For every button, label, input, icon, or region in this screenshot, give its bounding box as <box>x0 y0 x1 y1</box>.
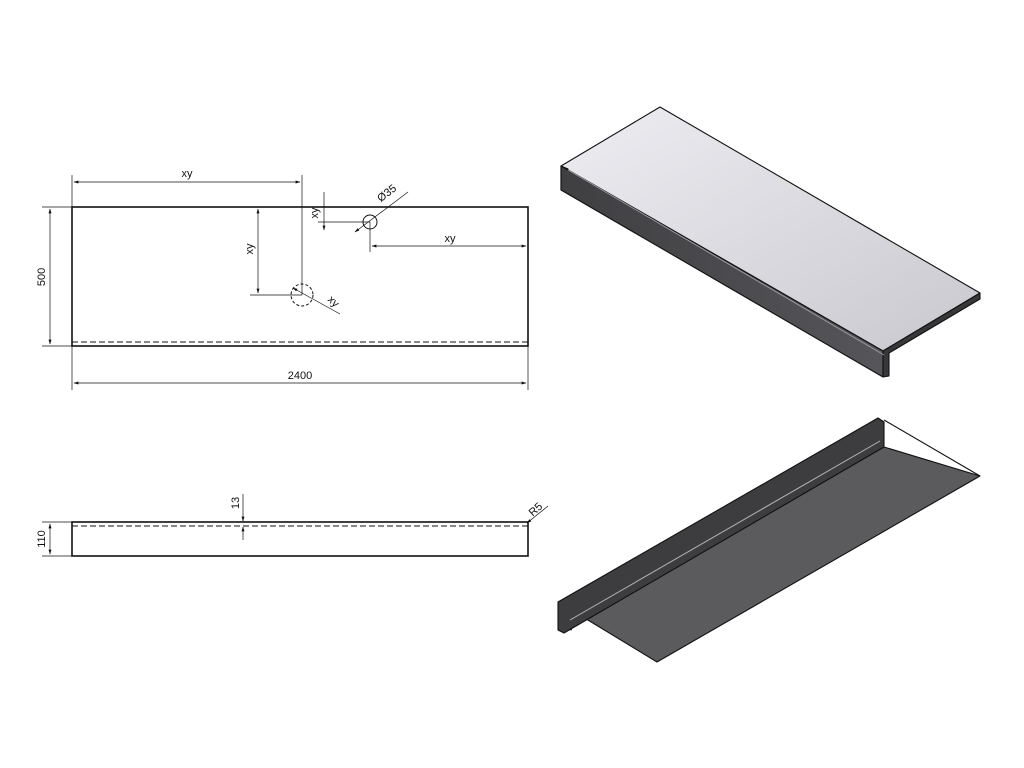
iso-top-face <box>560 106 981 352</box>
iso-front-lip <box>882 292 981 378</box>
hole-1-x-label: xy <box>182 168 194 180</box>
iso-lip-fold-line <box>569 440 881 621</box>
hole-2-x-label: xy <box>445 233 457 245</box>
iso-lip-outer <box>557 417 885 634</box>
hole-2-y-label: xy <box>309 207 321 219</box>
iso-front-highlight <box>567 169 885 356</box>
height-label: 110 <box>36 530 48 548</box>
radius-leader <box>526 505 549 524</box>
iso-lip-edge <box>883 419 981 477</box>
hole-1-y-label: xy <box>244 243 256 255</box>
hole-2-diameter-leader <box>354 191 409 233</box>
iso-view-bottom <box>557 417 981 663</box>
thickness-label: 13 <box>230 497 242 509</box>
front-view <box>42 494 549 557</box>
front-view-outline <box>71 521 529 557</box>
iso-view-top <box>560 106 981 378</box>
width-label: 2400 <box>288 370 312 382</box>
radius-label: R5 <box>527 501 545 519</box>
top-view <box>42 175 529 390</box>
depth-label: 500 <box>36 268 48 286</box>
hole-1-diameter-leader <box>292 287 341 315</box>
top-view-outline <box>71 206 529 347</box>
hole-1-diameter-label: xy <box>325 294 342 311</box>
